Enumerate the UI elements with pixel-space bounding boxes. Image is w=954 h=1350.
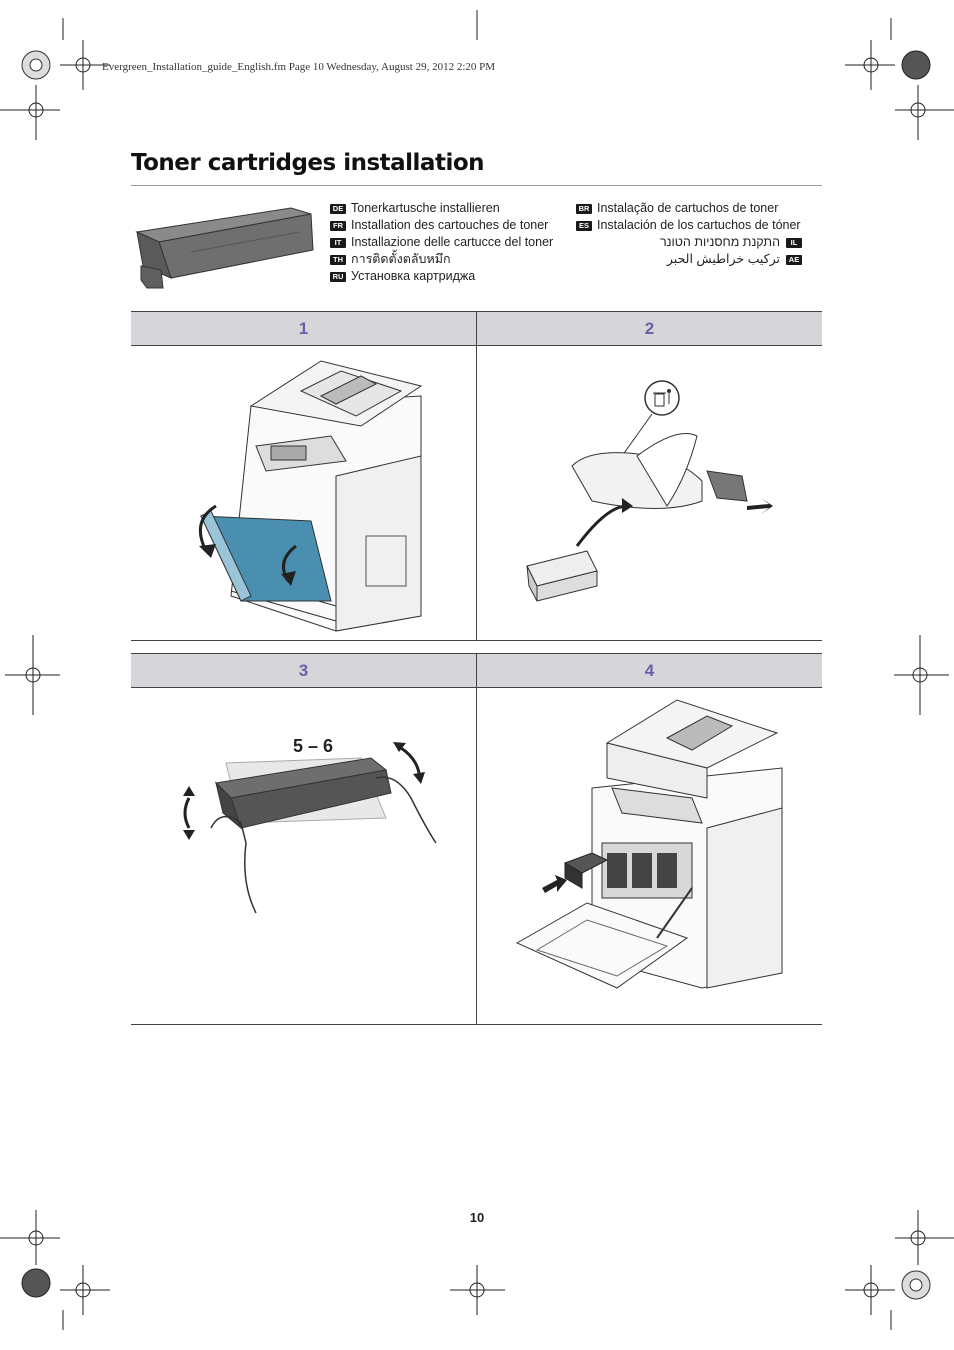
lang-row-th: TH การติดตั้งตลับหมึก xyxy=(330,251,553,268)
printer-open-cover-illustration xyxy=(198,360,423,632)
lang-row-ae: تركيب خراطيش الحبر AE xyxy=(600,251,802,268)
steps-table-top: 1 2 xyxy=(131,311,822,641)
step-3-cell: 5 – 6 xyxy=(131,688,477,1024)
step-1-cell xyxy=(131,346,477,640)
toner-cartridge-illustration xyxy=(135,207,314,289)
lang-badge: IL xyxy=(786,237,802,248)
trash-icon xyxy=(653,389,671,407)
lang-row-de: DE Tonerkartusche installieren xyxy=(330,200,553,217)
steps-header-row: 1 2 xyxy=(131,311,822,346)
lang-row-ru: RU Установка картриджа xyxy=(330,268,553,285)
step-number-3: 3 xyxy=(131,654,477,687)
steps-body-row: 5 – 6 xyxy=(131,688,822,1024)
lang-text: Instalación de los cartuchos de tóner xyxy=(597,218,801,232)
lang-text: Установка картриджа xyxy=(351,269,476,283)
lang-text: Installation des cartouches de toner xyxy=(351,218,549,232)
lang-text: การติดตั้งตลับหมึก xyxy=(351,252,451,266)
lang-text: Tonerkartusche installieren xyxy=(351,201,500,215)
crosshair-icon xyxy=(450,10,505,1315)
steps-header-row: 3 4 xyxy=(131,653,822,688)
step-number-1: 1 xyxy=(131,312,477,345)
lang-text: התקנת מחסניות הטונר xyxy=(659,235,780,249)
steps-body-row xyxy=(131,346,822,640)
lang-badge: ES xyxy=(576,220,592,231)
lang-row-il: התקנת מחסניות הטונר IL xyxy=(600,234,802,251)
language-list-rtl: התקנת מחסניות הטונר IL تركيب خراطيش الحبر… xyxy=(600,234,802,268)
step-number-4: 4 xyxy=(644,661,655,680)
reg-mark-icon xyxy=(901,1270,931,1300)
lang-badge: BR xyxy=(576,203,592,214)
crosshair-icon xyxy=(0,18,110,140)
crosshair-icon xyxy=(0,1210,110,1330)
shake-count-label: 5 – 6 xyxy=(293,736,334,756)
file-info-header: Evergreen_Installation_guide_English.fm … xyxy=(102,61,496,73)
crosshair-icon xyxy=(845,18,954,140)
language-list-left: DE Tonerkartusche installieren FR Installa… xyxy=(330,200,553,285)
lang-text: تركيب خراطيش الحبر xyxy=(666,252,780,266)
unpack-cartridge-illustration xyxy=(526,380,773,602)
page-title: Toner cartridges installation xyxy=(131,150,485,176)
lang-badge: DE xyxy=(330,203,346,214)
language-list-right: BR Instalação de cartuchos de toner ES Ins… xyxy=(576,200,801,234)
steps-table-bottom: 3 4 5 – 6 xyxy=(131,653,822,1025)
step-4-cell xyxy=(477,688,822,1024)
lang-badge: FR xyxy=(330,220,346,231)
insert-cartridge-illustration xyxy=(515,699,783,989)
lang-badge: AE xyxy=(786,254,802,265)
title-divider xyxy=(131,185,822,186)
lang-row-br: BR Instalação de cartuchos de toner xyxy=(576,200,801,217)
crosshair-icon xyxy=(5,635,949,715)
reg-mark-icon xyxy=(901,50,931,80)
step-2-cell xyxy=(477,346,822,640)
lang-badge: IT xyxy=(330,237,346,248)
reg-mark-icon xyxy=(21,1268,51,1298)
page-number: 10 xyxy=(469,1210,485,1225)
reg-mark-icon xyxy=(21,50,51,80)
lang-row-it: IT Installazione delle cartucce del toner xyxy=(330,234,553,251)
lang-badge: RU xyxy=(330,271,346,282)
lang-badge: TH xyxy=(330,254,346,265)
lang-row-fr: FR Installation des cartouches de toner xyxy=(330,217,553,234)
lang-text: Installazione delle cartucce del toner xyxy=(351,235,554,249)
crosshair-icon xyxy=(845,1210,954,1330)
shake-cartridge-illustration xyxy=(183,742,437,914)
step-number-2: 2 xyxy=(644,319,655,338)
lang-text: Instalação de cartuchos de toner xyxy=(597,201,779,215)
lang-row-es: ES Instalación de los cartuchos de tóner xyxy=(576,217,801,234)
